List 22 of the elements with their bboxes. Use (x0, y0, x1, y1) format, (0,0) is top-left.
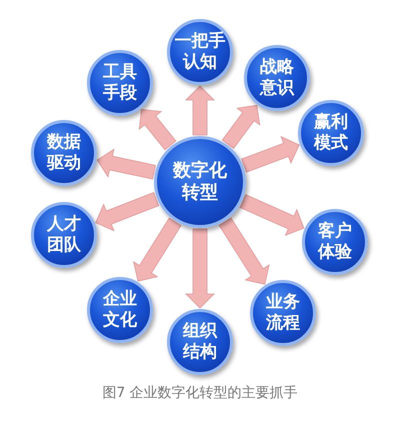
topic-circle: 人才团队 (31, 202, 97, 268)
topic-circle: 赢利模式 (298, 100, 364, 166)
caption: 图7 企业数字化转型的主要抓手 (101, 384, 299, 402)
topic-circle: 工具手段 (87, 50, 153, 116)
block-arrow (133, 218, 182, 282)
topic-circle: 战略意识 (244, 45, 310, 111)
block-arrow (96, 148, 156, 180)
block-arrow (138, 108, 176, 150)
topic-circle: 企业文化 (87, 277, 153, 343)
center-circle: 数字化转型 (154, 136, 246, 228)
block-arrow (241, 136, 300, 173)
block-arrow (222, 104, 260, 149)
block-arrow (240, 194, 304, 236)
topic-circle: 组织结构 (167, 309, 233, 375)
block-arrow (185, 85, 215, 136)
topic-circle: 客户体验 (302, 209, 368, 275)
topic-circle: 业务流程 (250, 280, 316, 346)
topic-circle: 数据驱动 (31, 120, 97, 186)
topic-circle: 一把手认知 (167, 19, 233, 85)
block-arrow (95, 192, 160, 232)
block-arrow (185, 228, 215, 309)
block-arrow (218, 217, 270, 285)
